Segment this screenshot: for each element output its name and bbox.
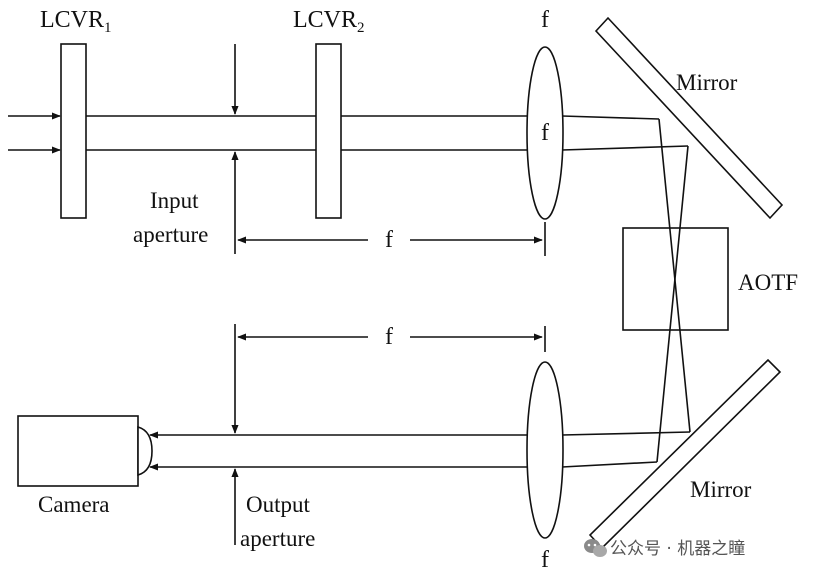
focal-label-top: f <box>541 7 549 33</box>
lcvr1-plate <box>60 43 87 219</box>
lcvr2-label: LCVR2 <box>293 7 365 36</box>
lens-bottom <box>526 361 564 539</box>
beam-to-mirror-lower <box>561 145 689 151</box>
beam-to-mirror-upper <box>561 115 660 120</box>
mirror-label-bottom: Mirror <box>690 477 752 502</box>
beam-from-mirror-lower <box>561 461 658 468</box>
distance-label-top: f <box>385 227 393 253</box>
watermark-text: 公众号 · 机器之瞳 <box>610 539 745 559</box>
focal-label-top-center: f <box>541 120 549 146</box>
camera-label: Camera <box>38 492 110 517</box>
focal-label-bottom: f <box>541 547 549 573</box>
camera-lens <box>137 425 153 477</box>
mirror-top <box>594 16 784 220</box>
output-aperture-label-line2: aperture <box>240 526 315 551</box>
distance-label-bottom: f <box>385 324 393 350</box>
wechat-icon <box>584 539 607 557</box>
lcvr1-label: LCVR1 <box>40 7 112 36</box>
output-aperture-label-line1: Output <box>246 492 311 517</box>
beam-from-mirror-upper <box>561 431 691 436</box>
mirror-label-top: Mirror <box>676 70 738 95</box>
lens-top <box>526 46 564 220</box>
aotf-ray-b <box>656 145 689 463</box>
input-aperture-label-line1: Input <box>150 188 199 213</box>
aotf-label: AOTF <box>738 270 798 295</box>
input-aperture-label-line2: aperture <box>133 222 208 247</box>
aotf-box <box>622 227 729 331</box>
lcvr2-plate <box>315 43 342 219</box>
camera-body <box>17 415 139 487</box>
